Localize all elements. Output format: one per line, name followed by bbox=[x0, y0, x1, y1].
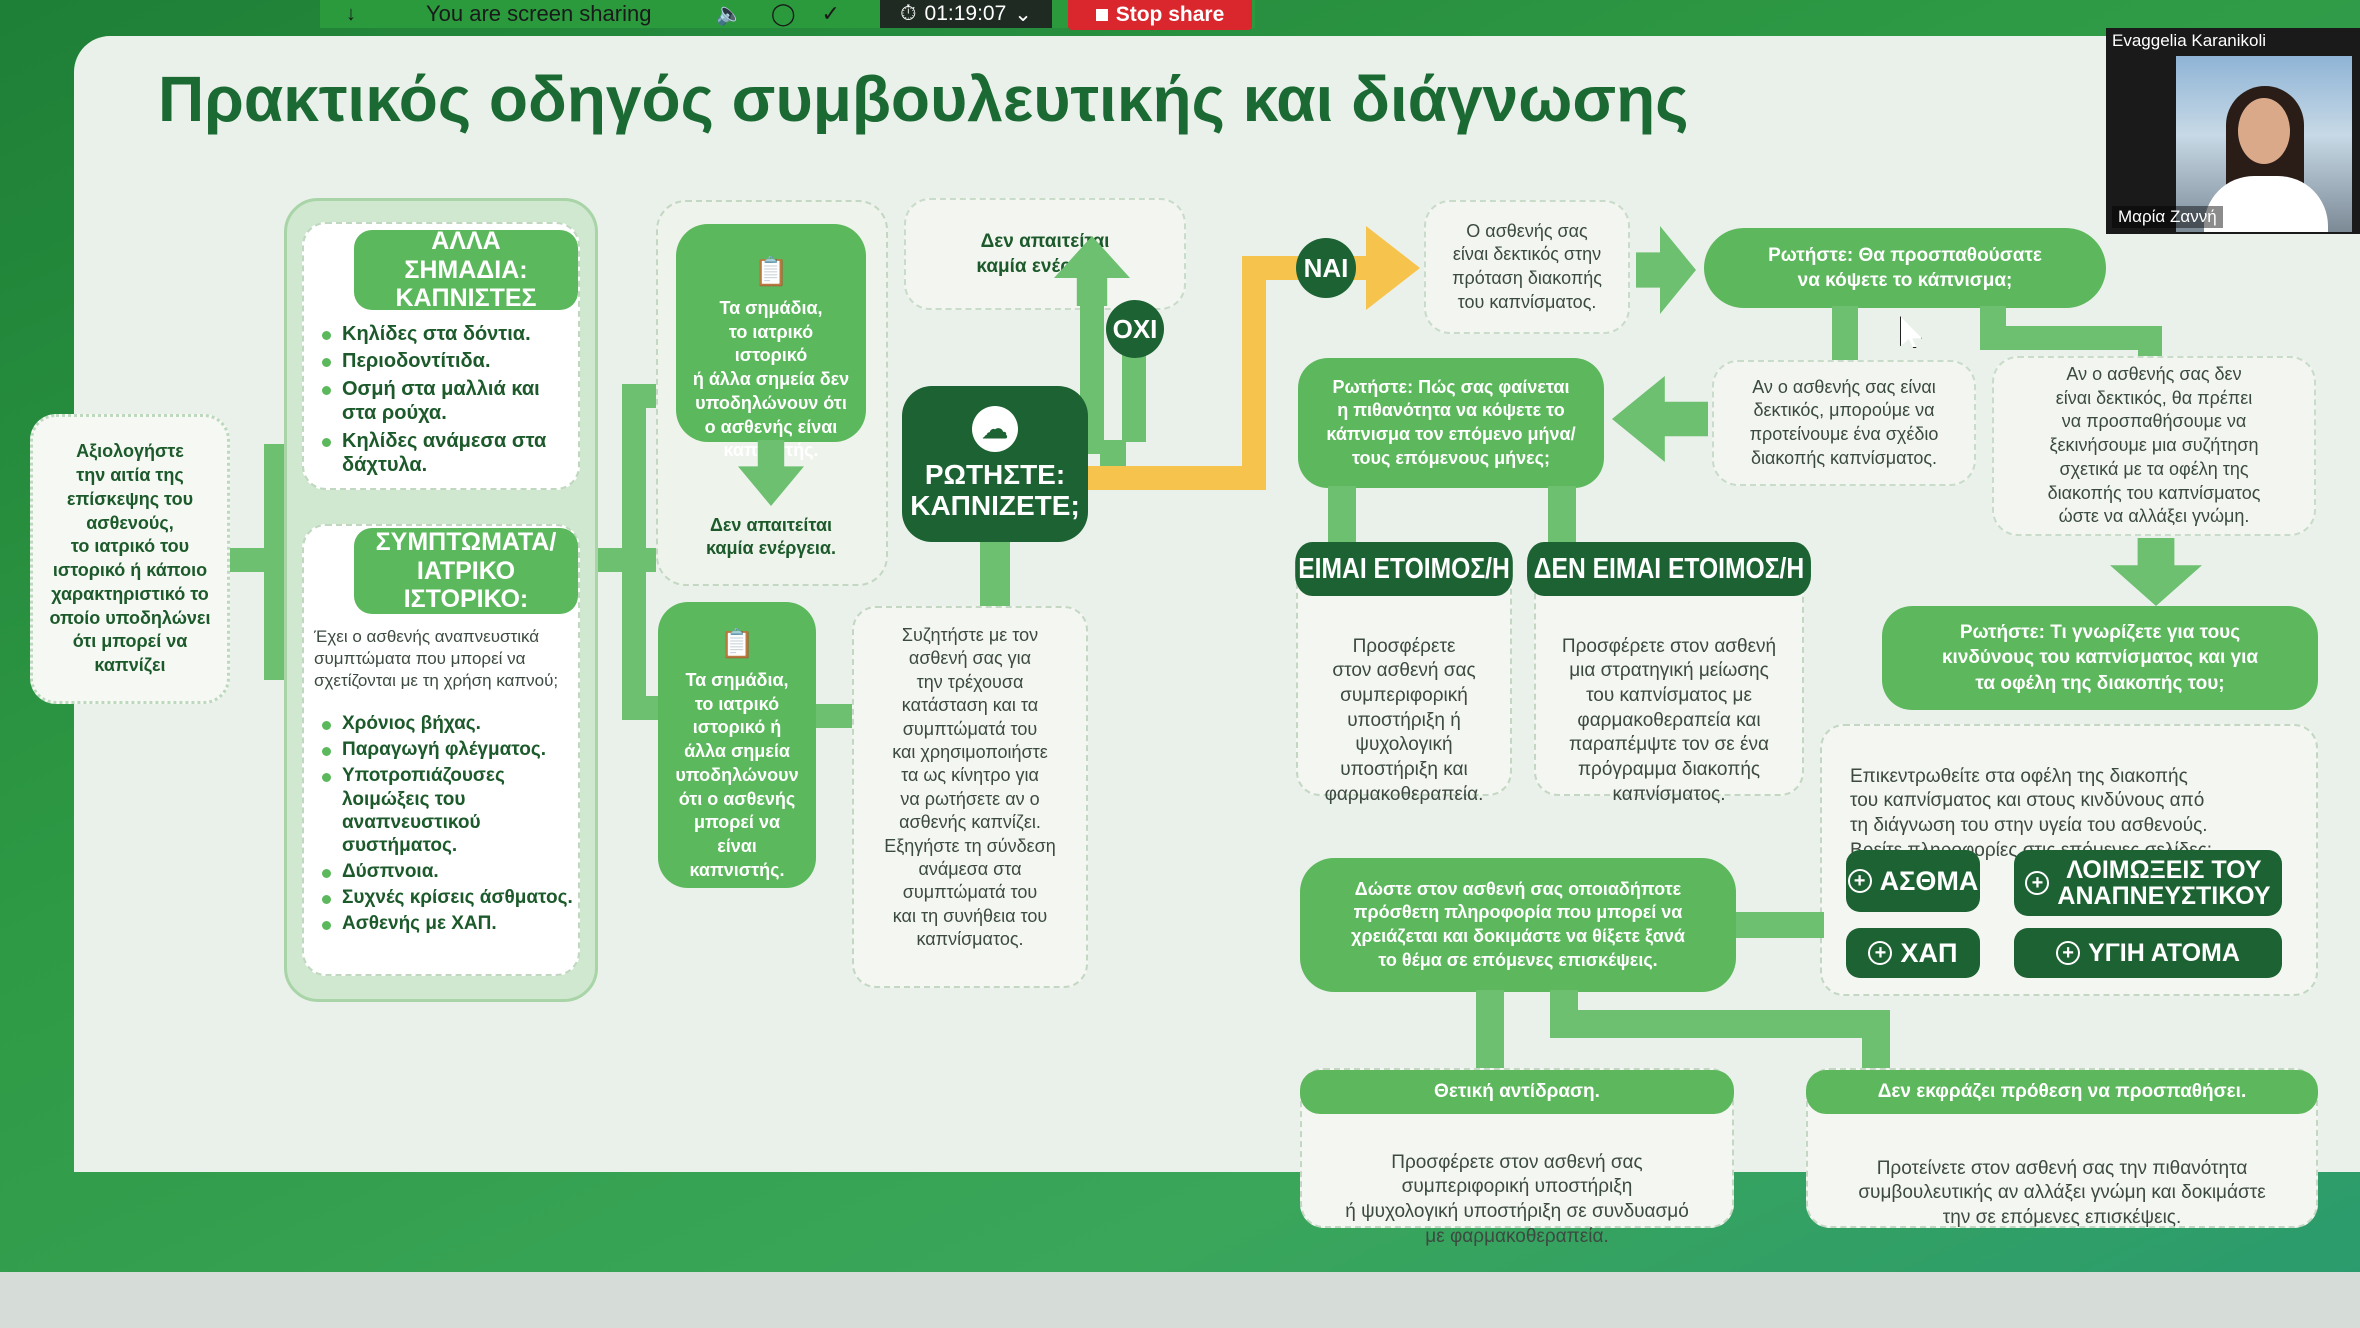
tag-respiratory-infections[interactable]: + ΛΟΙΜΩΞΕΙΣ ΤΟΥ ΑΝΑΠΝΕΥΣΤΙΚΟΥ bbox=[2014, 850, 2282, 916]
no-intent-header: Δεν εκφράζει πρόθεση να προσπαθήσει. bbox=[1806, 1070, 2318, 1114]
participant-name: Μαρία Ζαννή bbox=[2112, 206, 2223, 228]
list-item: Συχνές κρίσεις άσθματος. bbox=[318, 886, 578, 909]
stop-share-button[interactable]: Stop share bbox=[1068, 0, 1252, 30]
if-not-receptive-box: Αν ο ασθενής σας δεν είναι δεκτικός, θα … bbox=[1992, 356, 2316, 536]
tag-label: ΧΑΠ bbox=[1900, 937, 1958, 968]
signs-not-smoker-text: Τα σημάδια, το ιατρικό ιστορικό ή άλλα σ… bbox=[692, 297, 850, 461]
sharing-status: You are screen sharing bbox=[426, 1, 652, 26]
chevron-down-icon[interactable]: ⌄ bbox=[1014, 2, 1032, 26]
connector bbox=[1862, 1010, 1890, 1072]
slide-title: Πρακτικός οδηγός συμβουλευτικής και διάγ… bbox=[158, 63, 1689, 135]
tag-label: ΥΓΙΗ ΑΤΟΜΑ bbox=[2088, 938, 2240, 967]
video-icon[interactable]: ◯ bbox=[770, 1, 796, 26]
connector bbox=[980, 540, 1010, 608]
not-ready-body: Προσφέρετε στον ασθενή μια στρατηγική με… bbox=[1561, 635, 1777, 805]
give-info-box: Δώστε στον ασθενή σας οποιαδήποτε πρόσθε… bbox=[1300, 858, 1736, 992]
connector bbox=[1832, 306, 1858, 362]
list-item: Κηλίδες ανάμεσα στα δάχτυλα. bbox=[318, 429, 574, 478]
no-label: ΟΧΙ bbox=[1106, 300, 1164, 358]
list-item: Υποτροπιάζουσες λοιμώξεις του αναπνευστι… bbox=[318, 764, 578, 857]
symptoms-list: Χρόνιος βήχας. Παραγωγή φλέγματος. Υποτρ… bbox=[318, 712, 578, 939]
focus-text: Επικεντρωθείτε στα οφέλη της διακοπής το… bbox=[1850, 765, 2212, 861]
no-intent-body: Προτείνετε στον ασθενή σας την πιθανότητ… bbox=[1858, 1157, 2266, 1229]
timer-value: 01:19:07 bbox=[924, 2, 1007, 25]
yes-arrow bbox=[1242, 260, 1266, 490]
connector bbox=[622, 384, 646, 718]
signs-not-smoker-box: 📋 Τα σημάδια, το ιατρικό ιστορικό ή άλλα… bbox=[676, 224, 866, 460]
assess-reason-box: Αξιολογήστε την αιτία της επίσκεψης του … bbox=[30, 414, 230, 704]
tag-copd[interactable]: + ΧΑΠ bbox=[1846, 928, 1980, 978]
signs-may-smoker-text: Τα σημάδια, το ιατρικό ιστορικό ή άλλα σ… bbox=[675, 669, 799, 880]
ask-smoke-box: ☁ ΡΩΤΗΣΤΕ: ΚΑΠΝΙΖΕΤΕ; bbox=[902, 386, 1088, 542]
share-timer[interactable]: ⏱ 01:19:07 ⌄ bbox=[880, 0, 1052, 28]
list-item: Δύσπνοια. bbox=[318, 860, 578, 883]
tag-healthy-people[interactable]: + ΥΓΙΗ ΑΤΟΜΑ bbox=[2014, 928, 2282, 978]
share-arrow-icon[interactable]: ↓ bbox=[346, 2, 356, 25]
plus-icon: + bbox=[2056, 941, 2081, 965]
timer-icon: ⏱ bbox=[900, 2, 917, 25]
list-item: Παραγωγή φλέγματος. bbox=[318, 738, 578, 761]
ask-smoke-text: ΡΩΤΗΣΤΕ: ΚΑΠΝΙΖΕΤΕ; bbox=[910, 459, 1080, 521]
tag-asthma[interactable]: + ΑΣΘΜΑ bbox=[1846, 850, 1980, 912]
if-receptive-box: Αν ο ασθενής σας είναι δεκτικός, μπορούμ… bbox=[1712, 360, 1976, 486]
ready-header: ΕΙΜΑΙ ΕΤΟΙΜΟΣ/Η bbox=[1295, 542, 1513, 596]
list-item: Οσμή στα μαλλιά και στα ρούχα. bbox=[318, 377, 574, 426]
positive-header: Θετική αντίδραση. bbox=[1300, 1070, 1734, 1114]
stop-share-label: Stop share bbox=[1115, 3, 1225, 26]
not-ready-header: ΔΕΝ ΕΙΜΑΙ ΕΤΟΙΜΟΣ/Η bbox=[1527, 542, 1811, 596]
tag-label: ΑΣΘΜΑ bbox=[1879, 865, 1979, 896]
audio-icon[interactable]: 🔈 bbox=[715, 1, 743, 26]
plus-icon: + bbox=[2025, 871, 2050, 895]
other-signs-header: ΑΛΛΑ ΣΗΜΑΔΙΑ: ΚΑΠΝΙΣΤΕΣ bbox=[354, 227, 578, 312]
smoke-icon: ☁ bbox=[972, 406, 1018, 453]
no-action-box: Δεν απαιτείται καμία ενέργεια. bbox=[904, 198, 1186, 310]
list-item: Χρόνιος βήχας. bbox=[318, 712, 578, 735]
symptoms-intro: Έχει ο ασθενής αναπνευστικά συμπτώματα π… bbox=[314, 627, 559, 691]
stop-icon bbox=[1095, 9, 1108, 21]
security-icon[interactable]: ✓ bbox=[821, 1, 840, 26]
other-signs-list: Κηλίδες στα δόντια. Περιοδοντίτιδα. Οσμή… bbox=[318, 322, 574, 480]
connector bbox=[1548, 486, 1576, 546]
ask-likelihood-box: Ρωτήστε: Πώς σας φαίνεται η πιθανότητα ν… bbox=[1298, 358, 1604, 488]
document-icon: 📋 bbox=[719, 628, 755, 659]
no-action-text-2: Δεν απαιτείται καμία ενέργεια. bbox=[705, 515, 837, 559]
ready-body: Προσφέρετε στον ασθενή σας συμπεριφορική… bbox=[1324, 635, 1484, 805]
yes-label: ΝΑΙ bbox=[1296, 238, 1356, 298]
plus-icon: + bbox=[1868, 941, 1893, 965]
positive-body: Προσφέρετε στον ασθενή σας συμπεριφορική… bbox=[1345, 1151, 1689, 1247]
tag-label: ΛΟΙΜΩΞΕΙΣ ΤΟΥ ΑΝΑΠΝΕΥΣΤΙΚΟΥ bbox=[2057, 855, 2271, 910]
list-item: Περιοδοντίτιδα. bbox=[318, 349, 574, 373]
connector bbox=[1476, 990, 1504, 1072]
ask-try-quit-box: Ρωτήστε: Θα προσπαθούσατε να κόψετε το κ… bbox=[1704, 228, 2106, 308]
ask-risks-box: Ρωτήστε: Τι γνωρίζετε για τους κινδύνους… bbox=[1882, 606, 2318, 710]
receptive-box: Ο ασθενής σας είναι δεκτικός στην πρότασ… bbox=[1424, 200, 1630, 334]
connector bbox=[1980, 326, 2162, 350]
presenter-name: Evaggelia Karanikoli bbox=[2112, 31, 2267, 50]
connector bbox=[814, 704, 854, 728]
list-item: Ασθενής με ΧΑΠ. bbox=[318, 912, 578, 935]
connector bbox=[1328, 486, 1356, 546]
plus-icon: + bbox=[1847, 869, 1872, 893]
document-icon: 📋 bbox=[753, 256, 789, 287]
connector bbox=[1550, 1010, 1888, 1038]
bottom-strip bbox=[0, 1272, 2360, 1328]
list-item: Κηλίδες στα δόντια. bbox=[318, 322, 574, 346]
connector bbox=[2138, 326, 2162, 360]
connector bbox=[622, 696, 662, 720]
discuss-box: Συζητήστε με τον ασθενή σας για την τρέχ… bbox=[852, 606, 1088, 988]
yes-arrow bbox=[1088, 466, 1266, 490]
presenter-video bbox=[2176, 56, 2352, 232]
symptoms-header: ΣΥΜΠΤΩΜΑΤΑ/ ΙΑΤΡΙΚΟ ΙΣΤΟΡΙΚΟ: bbox=[354, 528, 578, 614]
connector bbox=[1736, 912, 1824, 938]
signs-may-smoker-box: 📋 Τα σημάδια, το ιατρικό ιστορικό ή άλλα… bbox=[658, 602, 816, 888]
